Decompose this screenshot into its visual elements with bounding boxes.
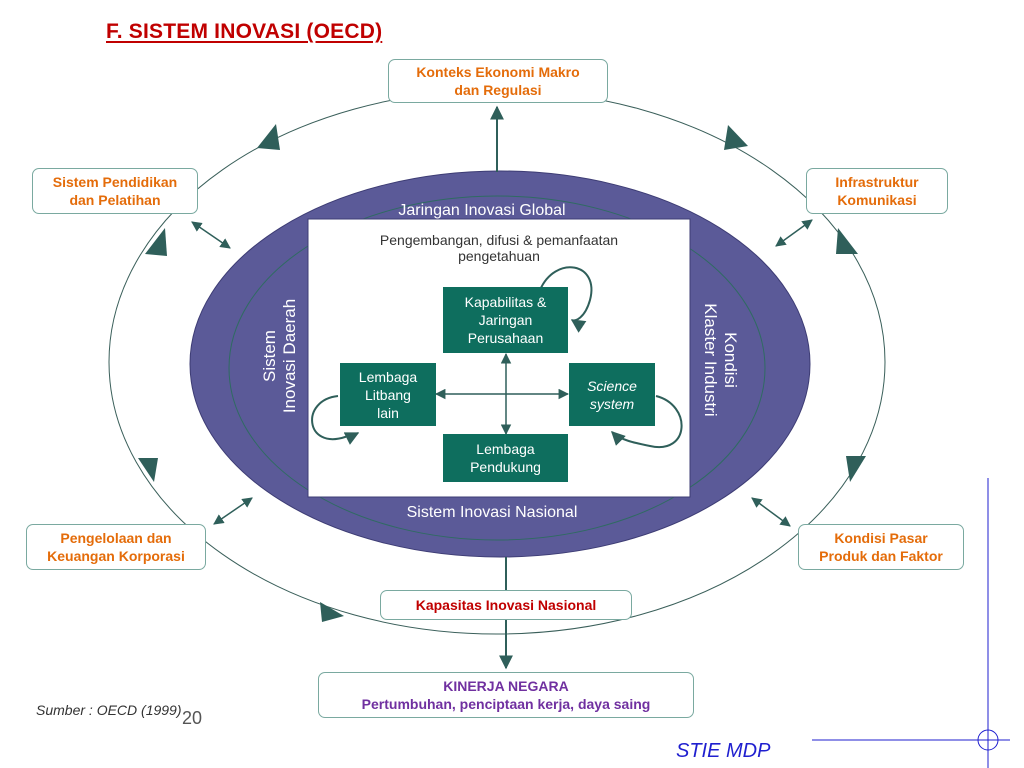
top-box-line2: dan Regulasi bbox=[454, 82, 542, 98]
ring-arrow-right-lower bbox=[846, 456, 866, 482]
arrow-left-lower-link bbox=[213, 497, 253, 525]
capacity-box: Kapasitas Inovasi Nasional bbox=[380, 590, 632, 620]
right-upper-box-line2: Komunikasi bbox=[837, 192, 917, 208]
left-upper-box-line2: dan Pelatihan bbox=[69, 192, 161, 208]
ellipse-bottom-label: Sistem Inovasi Nasional bbox=[406, 504, 578, 521]
performance-box-line2: Pertumbuhan, penciptaan kerja, daya sain… bbox=[361, 696, 651, 712]
inner-ring bbox=[228, 195, 766, 541]
performance-box: KINERJA NEGARA Pertumbuhan, penciptaan ke… bbox=[318, 672, 694, 718]
loop-left-node bbox=[311, 395, 360, 445]
node-top-line3: Perusahaan bbox=[467, 330, 544, 346]
left-lower-box-line1: Pengelolaan dan bbox=[60, 530, 172, 546]
ellipse-right-label-line2: Klaster Industri bbox=[701, 303, 720, 417]
top-box-macro-context: Konteks Ekonomi Makro dan Regulasi bbox=[388, 59, 608, 103]
ellipse-top-label: Jaringan Inovasi Global bbox=[398, 202, 566, 219]
left-lower-box-line2: Keuangan Korporasi bbox=[47, 548, 185, 564]
page-title: F. SISTEM INOVASI (OECD) bbox=[106, 20, 383, 43]
source-note: Sumber : OECD (1999) bbox=[36, 702, 182, 718]
node-top-line2: Jaringan bbox=[478, 312, 533, 328]
loop-top-node bbox=[539, 266, 593, 333]
node-right-line2: system bbox=[589, 395, 635, 412]
node-right-line1: Science bbox=[587, 377, 637, 394]
ring-arrow-top-left bbox=[257, 124, 280, 150]
deco-circle bbox=[977, 729, 999, 751]
node-bottom-line1: Lembaga bbox=[476, 441, 535, 457]
loop-right-node bbox=[611, 395, 683, 449]
inner-description-line1: Pengembangan, difusi & pemanfaatan bbox=[379, 232, 619, 248]
ring-arrow-left-lower bbox=[138, 458, 158, 482]
arrow-right-lower-link bbox=[751, 497, 791, 527]
right-upper-box-line1: Infrastruktur bbox=[835, 174, 919, 190]
ellipse-left-label: Sistem Inovasi Daerah bbox=[260, 256, 300, 456]
ring-arrow-right-upper bbox=[836, 228, 858, 254]
page-number: 20 bbox=[182, 708, 203, 728]
left-upper-box-education: Sistem Pendidikan dan Pelatihan bbox=[32, 168, 198, 214]
brand-label: STIE MDP bbox=[676, 740, 771, 762]
capacity-box-label: Kapasitas Inovasi Nasional bbox=[415, 597, 597, 613]
inner-description: Pengembangan, difusi & pemanfaatan penge… bbox=[340, 232, 658, 264]
arrow-left-upper-link bbox=[191, 221, 231, 249]
ellipse-right-label-line1: Kondisi bbox=[721, 332, 740, 388]
ring-direction-arrows bbox=[138, 124, 866, 622]
top-box-line1: Konteks Ekonomi Makro bbox=[416, 64, 580, 80]
node-left-line1: Lembaga bbox=[358, 368, 418, 385]
ring-arrow-top-right bbox=[724, 125, 748, 150]
right-lower-box-line2: Produk dan Faktor bbox=[819, 548, 943, 564]
inner-description-line2: pengetahuan bbox=[458, 248, 540, 264]
node-left-line3: lain bbox=[377, 404, 399, 421]
ring-arrow-bottom-left bbox=[320, 602, 344, 622]
node-bottom-line2: Pendukung bbox=[470, 459, 541, 475]
ellipse-left-label-line1: Sistem bbox=[260, 330, 279, 382]
right-lower-box-line1: Kondisi Pasar bbox=[834, 530, 928, 546]
left-upper-box-line1: Sistem Pendidikan bbox=[52, 174, 178, 190]
arrow-right-upper-link bbox=[775, 219, 813, 247]
node-left-line2: Litbang bbox=[365, 386, 411, 403]
ring-arrow-left-upper bbox=[145, 228, 167, 256]
ellipse-right-label: Kondisi Klaster Industri bbox=[700, 260, 740, 460]
performance-box-line1: KINERJA NEGARA bbox=[443, 678, 569, 694]
node-top-line1: Kapabilitas & bbox=[464, 294, 547, 310]
ellipse-left-label-line2: Inovasi Daerah bbox=[280, 298, 299, 414]
